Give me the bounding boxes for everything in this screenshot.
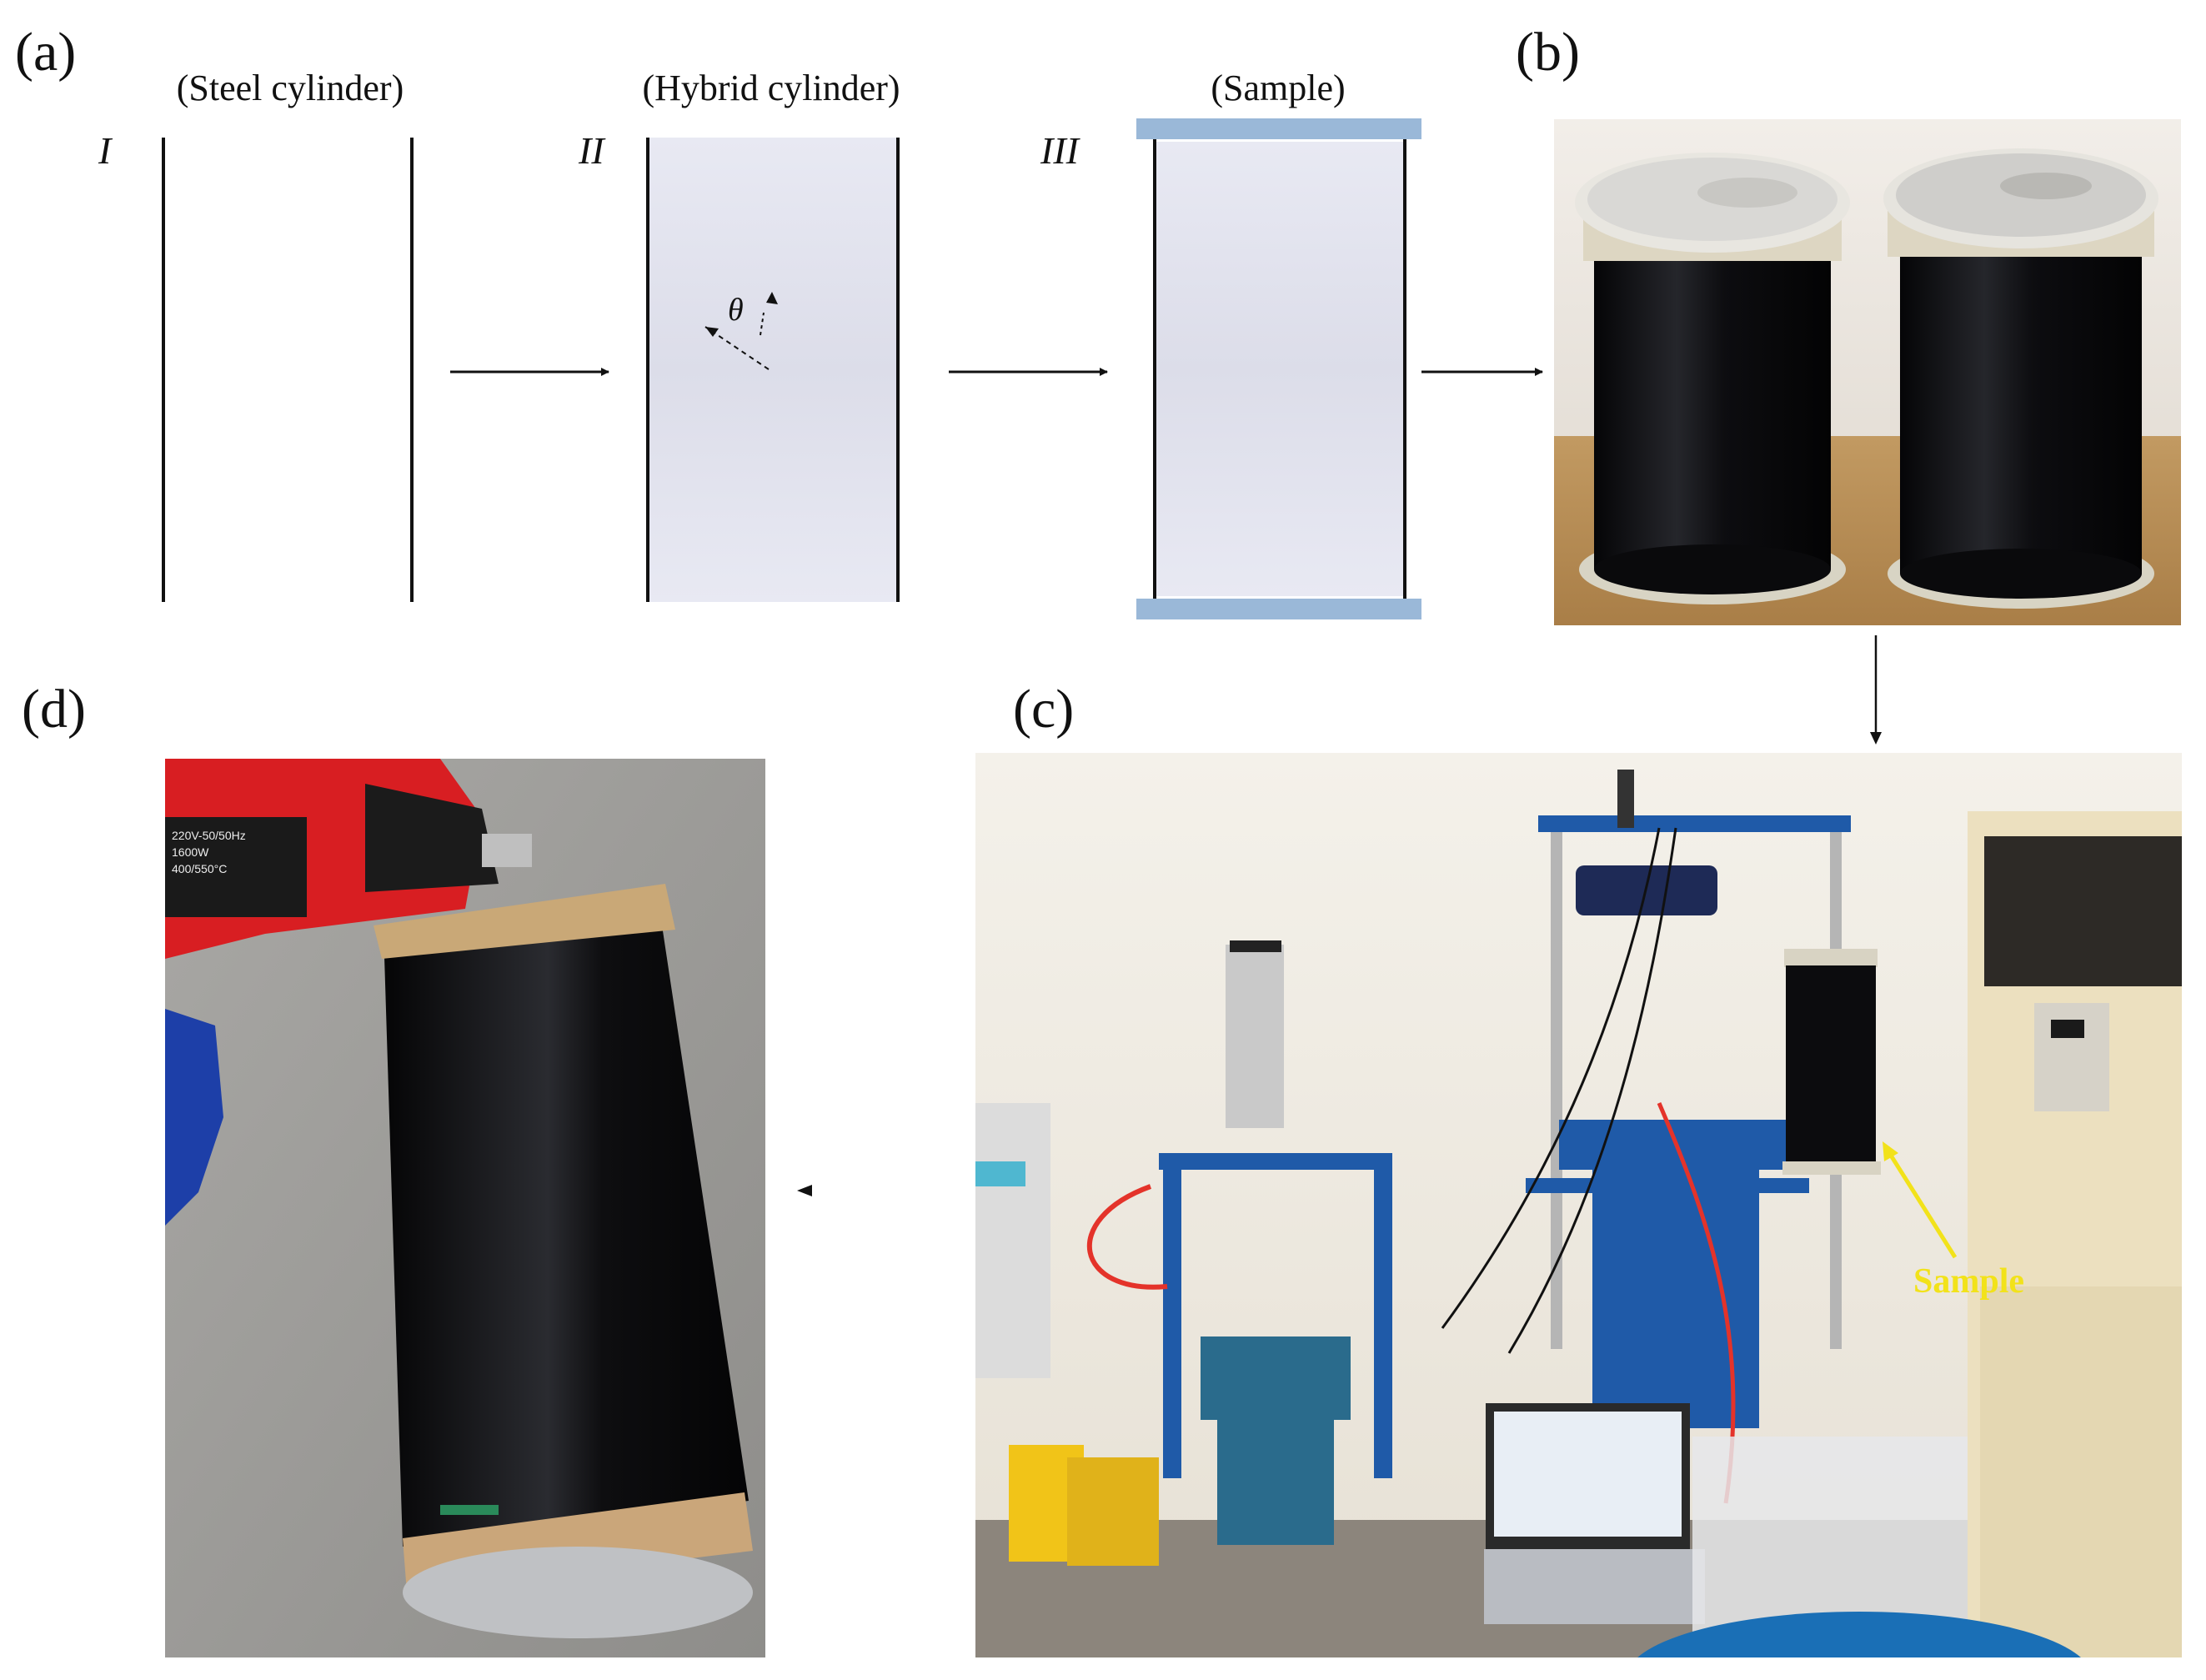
photo-b-samples [1554, 119, 2181, 625]
sample-annotation: Sample [1913, 1262, 2025, 1301]
heat-gun-label-line-2: 1600W [172, 845, 209, 859]
sample-diagram [1136, 118, 1421, 619]
arrow-b-to-c [1870, 635, 1882, 745]
arrow-c-to-d [797, 1185, 812, 1196]
hybrid-cylinder-diagram [646, 138, 900, 602]
stage-2-caption: (Hybrid cylinder) [642, 68, 900, 108]
heat-gun-label-line-1: 220V-50/50Hz [172, 829, 246, 842]
panel-label-a: (a) [15, 22, 77, 83]
panel-label-d: (d) [22, 679, 86, 740]
panel-label-c: (c) [1013, 679, 1075, 740]
photo-c-test-setup: Sample [975, 753, 2182, 1657]
fiber-angle-symbol: θ [728, 293, 744, 328]
photo-d-heat-gun: 220V-50/50Hz 1600W 400/550°C [165, 759, 765, 1657]
stage-3-numeral: III [1040, 129, 1079, 172]
panel-a-schematic [162, 118, 1543, 619]
panel-label-b: (b) [1516, 22, 1580, 83]
heat-gun-label-line-3: 400/550°C [172, 862, 228, 875]
steel-cylinder-diagram [162, 138, 414, 602]
stage-2-numeral: II [579, 129, 604, 172]
stage-1-caption: (Steel cylinder) [176, 68, 404, 108]
stage-3-caption: (Sample) [1211, 68, 1346, 108]
heat-gun-label: 220V-50/50Hz 1600W 400/550°C [172, 827, 297, 877]
stage-1-numeral: I [98, 129, 112, 172]
